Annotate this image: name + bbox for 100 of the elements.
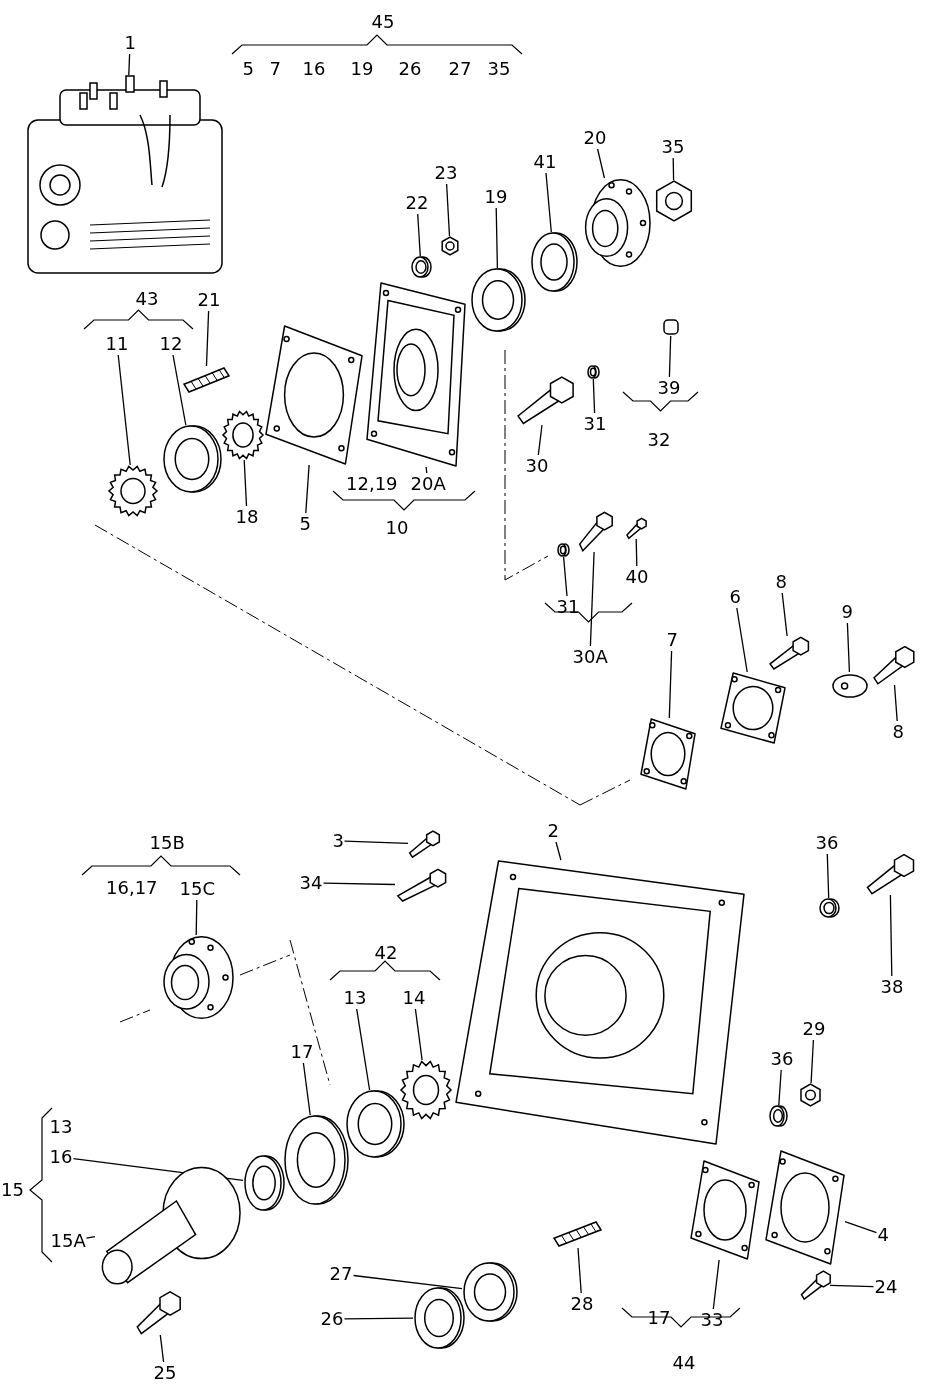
nut-drawing — [798, 1083, 823, 1107]
callout-number: 40 — [624, 566, 650, 588]
callout-number: 23 — [433, 162, 459, 184]
callout-number: 16 — [48, 1146, 74, 1168]
ring-drawing — [470, 268, 526, 332]
leader-line — [128, 53, 131, 76]
bolt-drawing — [135, 1290, 180, 1335]
leader-line — [826, 853, 830, 899]
callout-number: 44 — [671, 1352, 697, 1374]
leader-line — [635, 538, 638, 567]
plate-drawing — [265, 325, 363, 465]
stud-drawing — [552, 1220, 602, 1248]
callout-number: 13 — [48, 1116, 74, 1138]
leader-line — [810, 1039, 815, 1084]
leader-line — [205, 310, 210, 367]
callout-number: 35 — [660, 136, 686, 158]
leader-line — [545, 172, 552, 233]
callout-number: 16 — [301, 58, 327, 80]
callout-number: 19 — [483, 186, 509, 208]
leader-line — [562, 556, 568, 597]
leader-line — [846, 622, 851, 673]
leader-line — [72, 1157, 244, 1181]
callout-number: 19 — [349, 58, 375, 80]
ring-drawing — [818, 898, 840, 918]
leader-line — [577, 1247, 582, 1294]
bolt-drawing — [865, 853, 915, 895]
callout-number: 6 — [728, 586, 742, 608]
ring-drawing — [410, 256, 432, 278]
callout-number: 31 — [555, 596, 581, 618]
leader-line — [889, 894, 893, 977]
gear-drawing — [222, 410, 264, 460]
leader-line — [778, 1069, 782, 1106]
stud-drawing — [182, 366, 230, 394]
callout-number: 41 — [532, 151, 558, 173]
ring-drawing — [530, 232, 578, 292]
callout-number: 38 — [879, 976, 905, 998]
callout-number: 1 — [123, 32, 137, 54]
callout-number: 8 — [891, 721, 905, 743]
leader-line — [322, 882, 396, 886]
callout-number: 15B — [148, 832, 186, 854]
ring-drawing — [345, 1090, 405, 1158]
ring-drawing — [162, 425, 222, 493]
callout-number: 15A — [49, 1230, 87, 1252]
plate-drawing — [640, 718, 696, 790]
callout-number: 29 — [801, 1018, 827, 1040]
callout-number: 39 — [656, 377, 682, 399]
callout-number: 34 — [298, 872, 324, 894]
leader-line — [829, 1284, 875, 1288]
callout-number: 31 — [582, 413, 608, 435]
clip-drawing — [832, 672, 868, 700]
leader-line — [85, 1236, 96, 1239]
ring-drawing — [283, 1115, 349, 1205]
callout-number: 35 — [486, 58, 512, 80]
cylinder-drawing — [662, 318, 680, 336]
leader-line — [668, 335, 672, 378]
ring-drawing — [556, 543, 570, 557]
gear-drawing — [400, 1060, 452, 1120]
leader-line — [844, 1220, 878, 1234]
leader-line — [417, 213, 421, 257]
callout-number: 42 — [373, 942, 399, 964]
callout-number: 11 — [104, 333, 130, 355]
callout-number: 7 — [268, 58, 282, 80]
callout-number: 20A — [409, 473, 447, 495]
callout-number: 5 — [298, 513, 312, 535]
callout-number: 15C — [178, 878, 216, 900]
callout-number: 33 — [699, 1309, 725, 1331]
plate-drawing — [765, 1150, 845, 1265]
bolt-drawing — [800, 1270, 830, 1300]
leader-line — [537, 424, 543, 456]
callout-number: 18 — [234, 506, 260, 528]
callout-number: 13 — [342, 987, 368, 1009]
leader-line — [736, 607, 748, 673]
leader-line — [305, 464, 310, 514]
leader-line — [243, 459, 248, 507]
callout-number: 15 — [0, 1179, 25, 1201]
bolt-drawing — [768, 636, 810, 670]
callout-number: 17 — [646, 1307, 672, 1329]
bolt-drawing — [872, 645, 914, 685]
leader-line — [425, 466, 428, 474]
bolt-drawing — [515, 375, 575, 425]
leader-line — [352, 1274, 463, 1290]
callout-number: 2 — [546, 820, 560, 842]
housing-drawing — [455, 860, 745, 1145]
leader-line — [159, 1334, 165, 1363]
callout-number: 24 — [873, 1276, 899, 1298]
bolt-drawing — [408, 830, 440, 858]
callout-number: 43 — [134, 288, 160, 310]
leader-line — [781, 592, 788, 637]
callout-number: 22 — [404, 192, 430, 214]
leader-line — [495, 207, 499, 269]
callout-number: 5 — [241, 58, 255, 80]
ring-drawing — [243, 1155, 285, 1211]
callout-number: 45 — [370, 11, 396, 33]
callout-number: 36 — [814, 832, 840, 854]
leader-line — [302, 1062, 311, 1116]
callout-number: 12 — [158, 333, 184, 355]
ring-drawing — [413, 1287, 465, 1349]
leader-line — [343, 840, 409, 845]
callout-number: 27 — [447, 58, 473, 80]
leader-line — [592, 378, 596, 414]
